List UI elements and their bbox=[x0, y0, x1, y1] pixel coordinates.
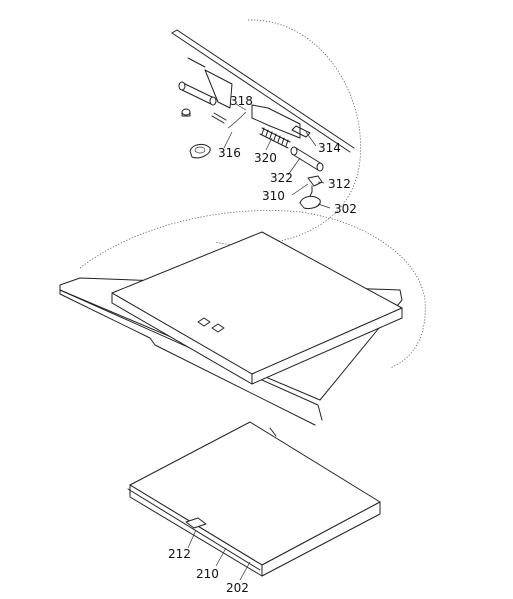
latch-212 bbox=[185, 517, 207, 529]
label-202: 202 bbox=[226, 581, 249, 595]
hinge-detail-view: 318 316 320 314 322 312 310 302 bbox=[171, 19, 362, 246]
part-312 bbox=[307, 175, 323, 193]
label-314: 314 bbox=[318, 141, 341, 155]
label-302: 302 bbox=[334, 202, 357, 216]
leader-lines-top bbox=[223, 103, 331, 209]
label-322: 322 bbox=[270, 171, 293, 185]
device-bottom-view: 212 210 202 bbox=[127, 421, 381, 595]
detail-boundary-middle bbox=[79, 210, 426, 369]
label-318: 318 bbox=[230, 94, 253, 108]
slot-left bbox=[197, 317, 211, 327]
detail-boundary-top bbox=[214, 19, 362, 246]
top-panel-edge bbox=[171, 29, 355, 153]
spring-320 bbox=[259, 127, 291, 149]
wire bbox=[227, 111, 247, 129]
clip-302 bbox=[299, 191, 321, 209]
housing-318 bbox=[251, 104, 311, 139]
left-bracket bbox=[204, 69, 233, 124]
label-310: 310 bbox=[262, 189, 285, 203]
label-212: 212 bbox=[168, 547, 191, 561]
cylinder-322 bbox=[290, 146, 324, 172]
housing-middle-view bbox=[59, 210, 426, 426]
label-210: 210 bbox=[196, 567, 219, 581]
device-top-face bbox=[129, 421, 381, 566]
slot-right bbox=[211, 323, 225, 333]
label-316: 316 bbox=[218, 146, 241, 160]
lid-side-face bbox=[251, 307, 403, 385]
clip-316 bbox=[189, 143, 211, 159]
device-side-face bbox=[261, 501, 381, 577]
label-320: 320 bbox=[254, 151, 277, 165]
label-312: 312 bbox=[328, 177, 351, 191]
screw bbox=[181, 108, 191, 117]
left-pin-rod bbox=[178, 57, 217, 106]
